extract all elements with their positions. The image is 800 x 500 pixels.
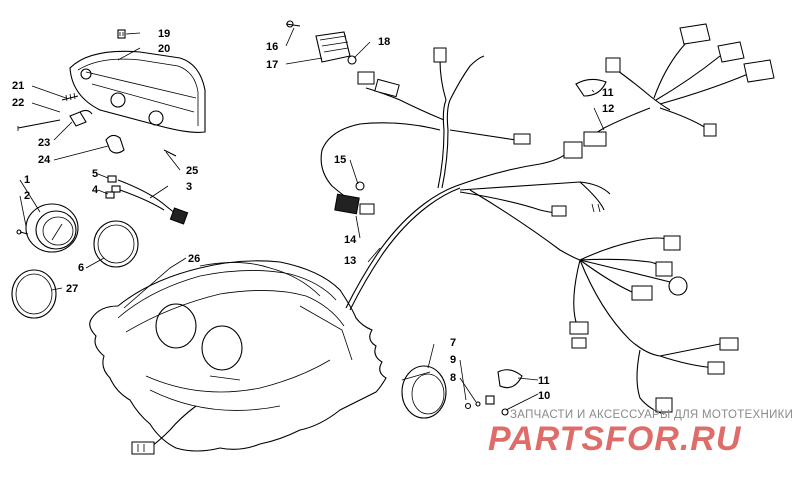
callout-27: 27	[66, 283, 78, 295]
top-right-harness	[575, 23, 775, 147]
watermark-brand: PARTSFOR.RU	[488, 420, 742, 458]
callout-13: 13	[344, 255, 356, 267]
callout-19: 19	[158, 28, 170, 40]
gauge-lamp-harness	[105, 175, 189, 225]
callout-14: 14	[344, 234, 357, 246]
callout-12: 12	[602, 103, 614, 115]
callout-6: 6	[78, 262, 84, 274]
callout-15: 15	[334, 154, 346, 166]
callout-23: 23	[38, 137, 50, 149]
callout-21: 21	[12, 80, 24, 92]
callout-11-top: 11	[602, 87, 614, 99]
main-wiring-harness	[320, 47, 739, 415]
callout-18: 18	[378, 36, 390, 48]
callout-22: 22	[12, 97, 24, 109]
gauge-bezel-27	[11, 269, 57, 319]
leader-lines	[19, 27, 605, 411]
callout-16: 16	[266, 41, 278, 53]
callout-25: 25	[186, 165, 198, 177]
callout-2: 2	[24, 190, 30, 202]
gauge-bezel-6	[93, 220, 139, 268]
tachometer-assembly	[401, 365, 523, 419]
callout-7: 7	[450, 337, 456, 349]
callout-4: 4	[92, 184, 99, 196]
callout-3: 3	[186, 181, 192, 193]
callout-24: 24	[38, 154, 51, 166]
callout-8: 8	[450, 372, 456, 384]
callout-labels: 19 20 21 22 23 24 25 1 2 5 4 3 6 27 26 1…	[12, 28, 614, 402]
callout-11-bottom: 11	[538, 375, 550, 387]
callout-1: 1	[24, 174, 30, 186]
headlight-assembly	[17, 29, 206, 157]
callout-26: 26	[188, 253, 200, 265]
callout-9: 9	[450, 354, 456, 366]
callout-10: 10	[538, 390, 550, 402]
callout-17: 17	[266, 59, 278, 71]
dash-panel	[89, 260, 387, 455]
watermark: ЗАПЧАСТИ И АКСЕССУАРЫ ДЛЯ МОТОТЕХНИКИ PA…	[488, 409, 793, 458]
callout-20: 20	[158, 43, 170, 55]
callout-5: 5	[92, 168, 98, 180]
watermark-subtitle: ЗАПЧАСТИ И АКСЕССУАРЫ ДЛЯ МОТОТЕХНИКИ	[510, 409, 793, 421]
regulator-assembly	[285, 20, 357, 65]
speedometer-gauge	[16, 203, 79, 253]
